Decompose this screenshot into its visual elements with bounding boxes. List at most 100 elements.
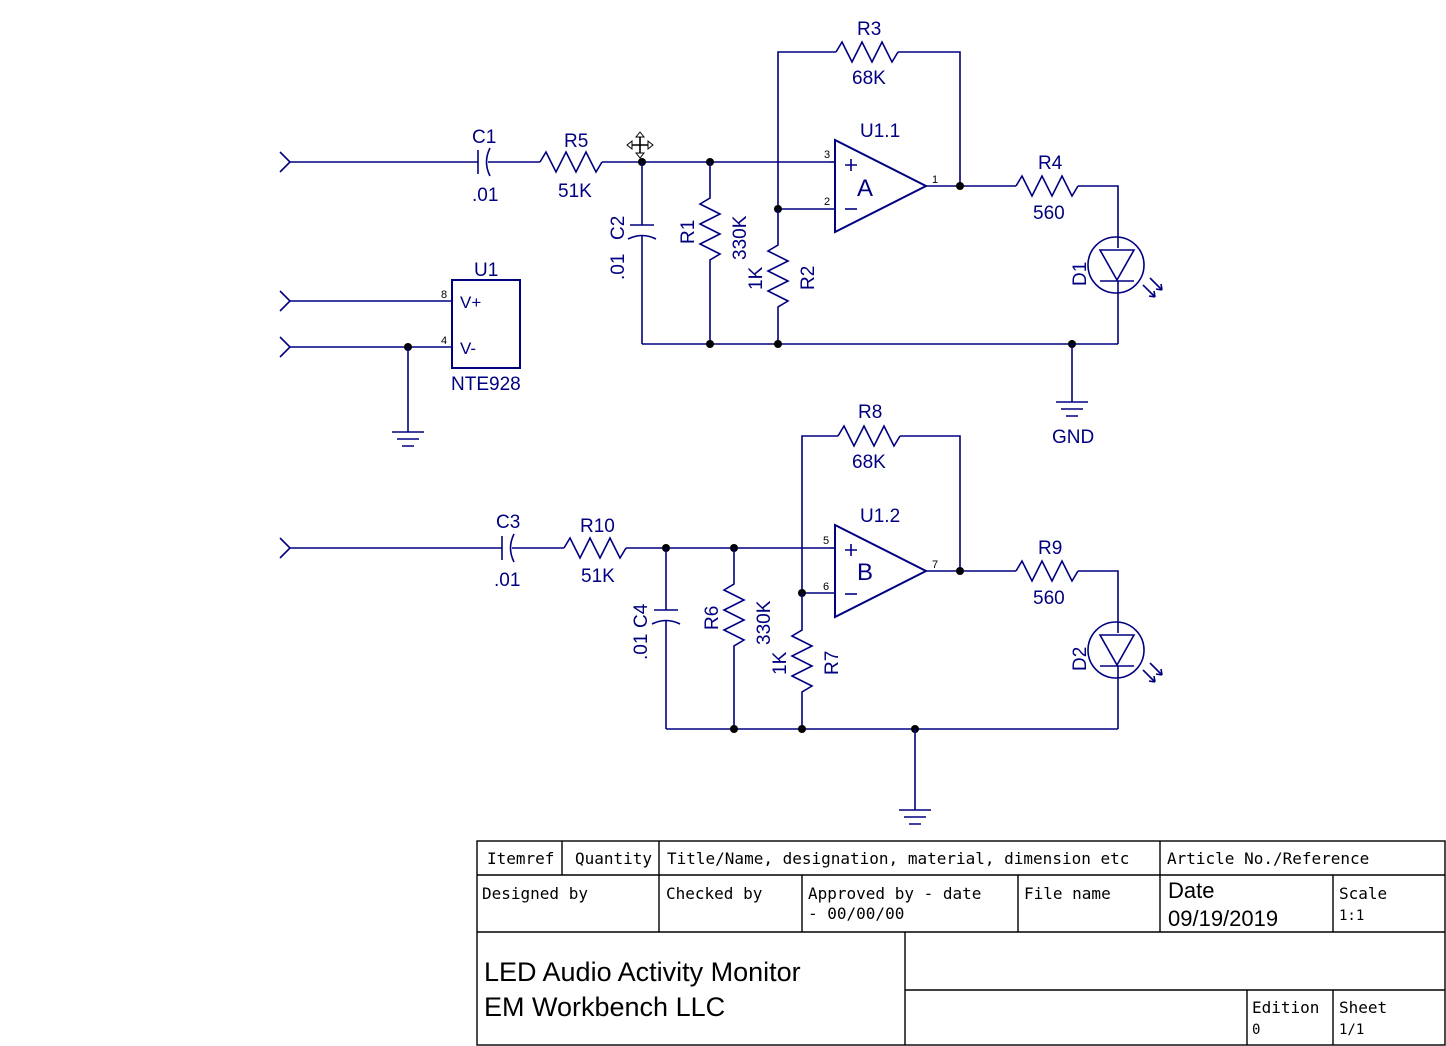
- tb-approved-date: - 00/00/00: [808, 904, 904, 923]
- r8-ref: R8: [858, 402, 882, 423]
- junction: [706, 340, 714, 348]
- u1-part: NTE928: [451, 374, 521, 395]
- tb-quantity: Quantity: [575, 849, 652, 868]
- c2-value: .01: [608, 254, 629, 280]
- r4-ref: R4: [1038, 153, 1063, 174]
- tb-scale-label: Scale: [1339, 884, 1387, 903]
- r9-ref: R9: [1038, 538, 1062, 559]
- tb-edition-value: 0: [1252, 1022, 1260, 1038]
- channel-a: C1 .01 R5 51K C2 .01 R1 330: [279, 19, 1163, 448]
- r8-value: 68K: [852, 452, 886, 473]
- move-cursor-icon: [626, 131, 654, 159]
- tb-checked-by: Checked by: [666, 884, 763, 903]
- u1-2-pin-out: 7: [932, 559, 938, 571]
- resistor-r10[interactable]: R10 51K: [563, 516, 627, 587]
- junction: [774, 340, 782, 348]
- capacitor-c3[interactable]: C3 .01: [494, 512, 564, 591]
- led-d1[interactable]: D1: [1070, 236, 1163, 344]
- resistor-r5[interactable]: R5 51K: [539, 131, 603, 202]
- ic-u1[interactable]: U1 NTE928 8 4 V+ V-: [441, 260, 521, 395]
- resistor-r1[interactable]: R1 330K: [678, 162, 751, 344]
- r2-value: 1K: [746, 266, 767, 290]
- r5-value: 51K: [558, 181, 592, 202]
- resistor-r7[interactable]: 1K R7: [770, 593, 843, 729]
- power-section: U1 NTE928 8 4 V+ V-: [279, 260, 521, 447]
- tb-sheet-label: Sheet: [1339, 998, 1387, 1017]
- tb-file-name: File name: [1024, 884, 1111, 903]
- ground-symbol: [899, 729, 931, 825]
- u1-2-ref: U1.2: [860, 506, 900, 527]
- resistor-r8[interactable]: R8 68K: [837, 402, 901, 473]
- r10-ref: R10: [580, 516, 615, 537]
- capacitor-c1[interactable]: C1 .01: [472, 127, 540, 206]
- tb-date-label: Date: [1168, 878, 1214, 903]
- resistor-r3[interactable]: R3 68K: [835, 19, 899, 89]
- r10-value: 51K: [581, 566, 615, 587]
- tb-itemref: Itemref: [487, 849, 554, 868]
- u1-1-pin-out: 1: [932, 174, 938, 186]
- r4-value: 560: [1033, 203, 1065, 224]
- r1-value: 330K: [730, 215, 751, 260]
- gnd-label: GND: [1052, 427, 1094, 448]
- capacitor-c4[interactable]: C4 .01: [631, 548, 681, 729]
- resistor-r9[interactable]: R9 560: [1015, 538, 1079, 609]
- junction: [798, 725, 806, 733]
- r7-value: 1K: [770, 651, 791, 675]
- u1-pin-vminus: 4: [441, 335, 447, 347]
- tb-article-header: Article No./Reference: [1167, 849, 1369, 868]
- r2-ref: R2: [798, 266, 819, 290]
- u1-1-gate: A: [857, 175, 873, 202]
- tb-sheet-value: 1/1: [1339, 1022, 1364, 1038]
- c4-ref: C4: [631, 603, 652, 628]
- u1-ref: U1: [474, 260, 498, 281]
- r6-ref: R6: [702, 606, 723, 630]
- r5-ref: R5: [564, 131, 588, 152]
- r7-ref: R7: [822, 651, 843, 675]
- opamp-u1-1[interactable]: 3 2 1 A U1.1: [824, 121, 938, 234]
- c1-value: .01: [472, 185, 498, 206]
- junction: [730, 725, 738, 733]
- capacitor-c2[interactable]: C2 .01: [608, 162, 657, 344]
- resistor-r6[interactable]: R6 330K: [702, 548, 775, 729]
- channel-b: C3 .01 R10 51K C4 .01 R6 330K R8 68K: [279, 402, 1163, 825]
- resistor-r4[interactable]: R4 560: [1015, 153, 1079, 224]
- u1-1-pin-plus: 3: [824, 149, 830, 161]
- junction: [956, 567, 964, 575]
- input-connector-vminus[interactable]: [279, 336, 452, 358]
- c3-value: .01: [494, 570, 520, 591]
- r6-value: 330K: [754, 600, 775, 645]
- led-d2[interactable]: D2: [1070, 621, 1163, 729]
- u1-2-pin-plus: 5: [823, 535, 829, 547]
- ground-symbol-gnd: GND: [1052, 344, 1094, 448]
- opamp-u1-2[interactable]: 5 6 7 B U1.2: [823, 506, 938, 619]
- input-connector-a[interactable]: [279, 151, 348, 173]
- input-connector-vplus[interactable]: [279, 290, 452, 312]
- tb-title-line1: LED Audio Activity Monitor: [484, 957, 801, 987]
- u1-pin-vplus: 8: [441, 289, 447, 301]
- junction: [956, 182, 964, 190]
- u1-1-ref: U1.1: [860, 121, 900, 142]
- tb-date-value: 09/19/2019: [1168, 906, 1278, 931]
- u1-2-pin-minus: 6: [823, 581, 829, 593]
- r3-ref: R3: [857, 19, 881, 40]
- tb-designed-by: Designed by: [482, 884, 588, 903]
- tb-title-line2: EM Workbench LLC: [484, 992, 725, 1022]
- r9-value: 560: [1033, 588, 1065, 609]
- tb-approved-by: Approved by - date: [808, 884, 981, 903]
- c2-ref: C2: [608, 216, 629, 240]
- ground-symbol: [392, 347, 424, 447]
- resistor-r2[interactable]: 1K R2: [746, 209, 819, 344]
- u1-1-pin-minus: 2: [824, 196, 830, 208]
- tb-edition-label: Edition: [1252, 998, 1319, 1017]
- c1-ref: C1: [472, 127, 496, 148]
- r3-value: 68K: [852, 68, 886, 89]
- c4-value: .01: [631, 634, 652, 660]
- input-connector-b[interactable]: [279, 537, 348, 559]
- d2-ref: D2: [1070, 647, 1091, 671]
- title-block: Itemref Quantity Title/Name, designation…: [476, 840, 1446, 1046]
- c3-ref: C3: [496, 512, 520, 533]
- d1-ref: D1: [1070, 262, 1091, 286]
- tb-scale-value: 1:1: [1339, 908, 1364, 924]
- tb-title-header: Title/Name, designation, material, dimen…: [667, 849, 1129, 868]
